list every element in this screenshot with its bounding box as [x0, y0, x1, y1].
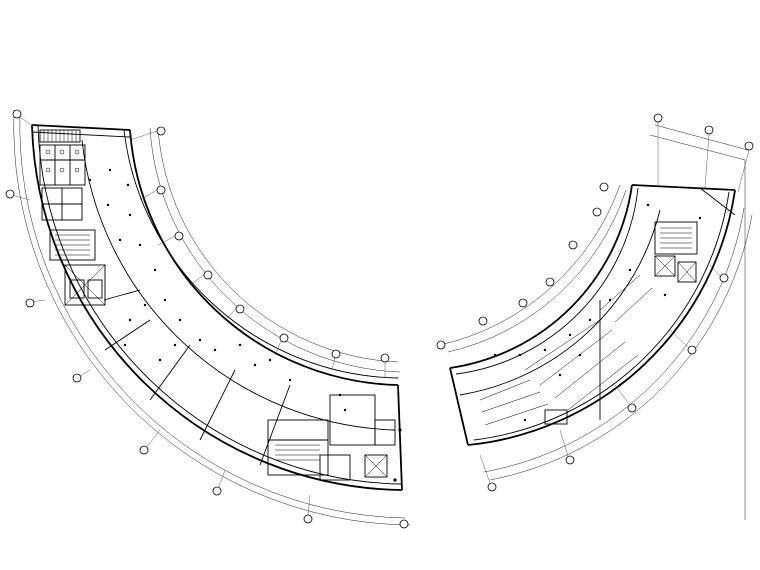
axis-bubbles-inner-right: [436, 113, 754, 350]
stair-core-left: [49, 229, 106, 306]
axis-bubbles-right: [479, 264, 729, 492]
left-floor-plan: [5, 109, 411, 529]
column-markers-right: [493, 203, 702, 442]
seating-rows-right: [479, 274, 653, 426]
stair-core-right: [654, 221, 698, 283]
toilet-block-left: [39, 144, 86, 221]
stair-top-left: [39, 129, 81, 143]
axis-bubbles-inner-left: [129, 126, 390, 378]
axis-bubbles-left: [5, 109, 409, 529]
right-floor-plan: [436, 113, 754, 520]
column-markers-left: [88, 168, 347, 412]
stair-core-bottom-left: [267, 394, 396, 481]
